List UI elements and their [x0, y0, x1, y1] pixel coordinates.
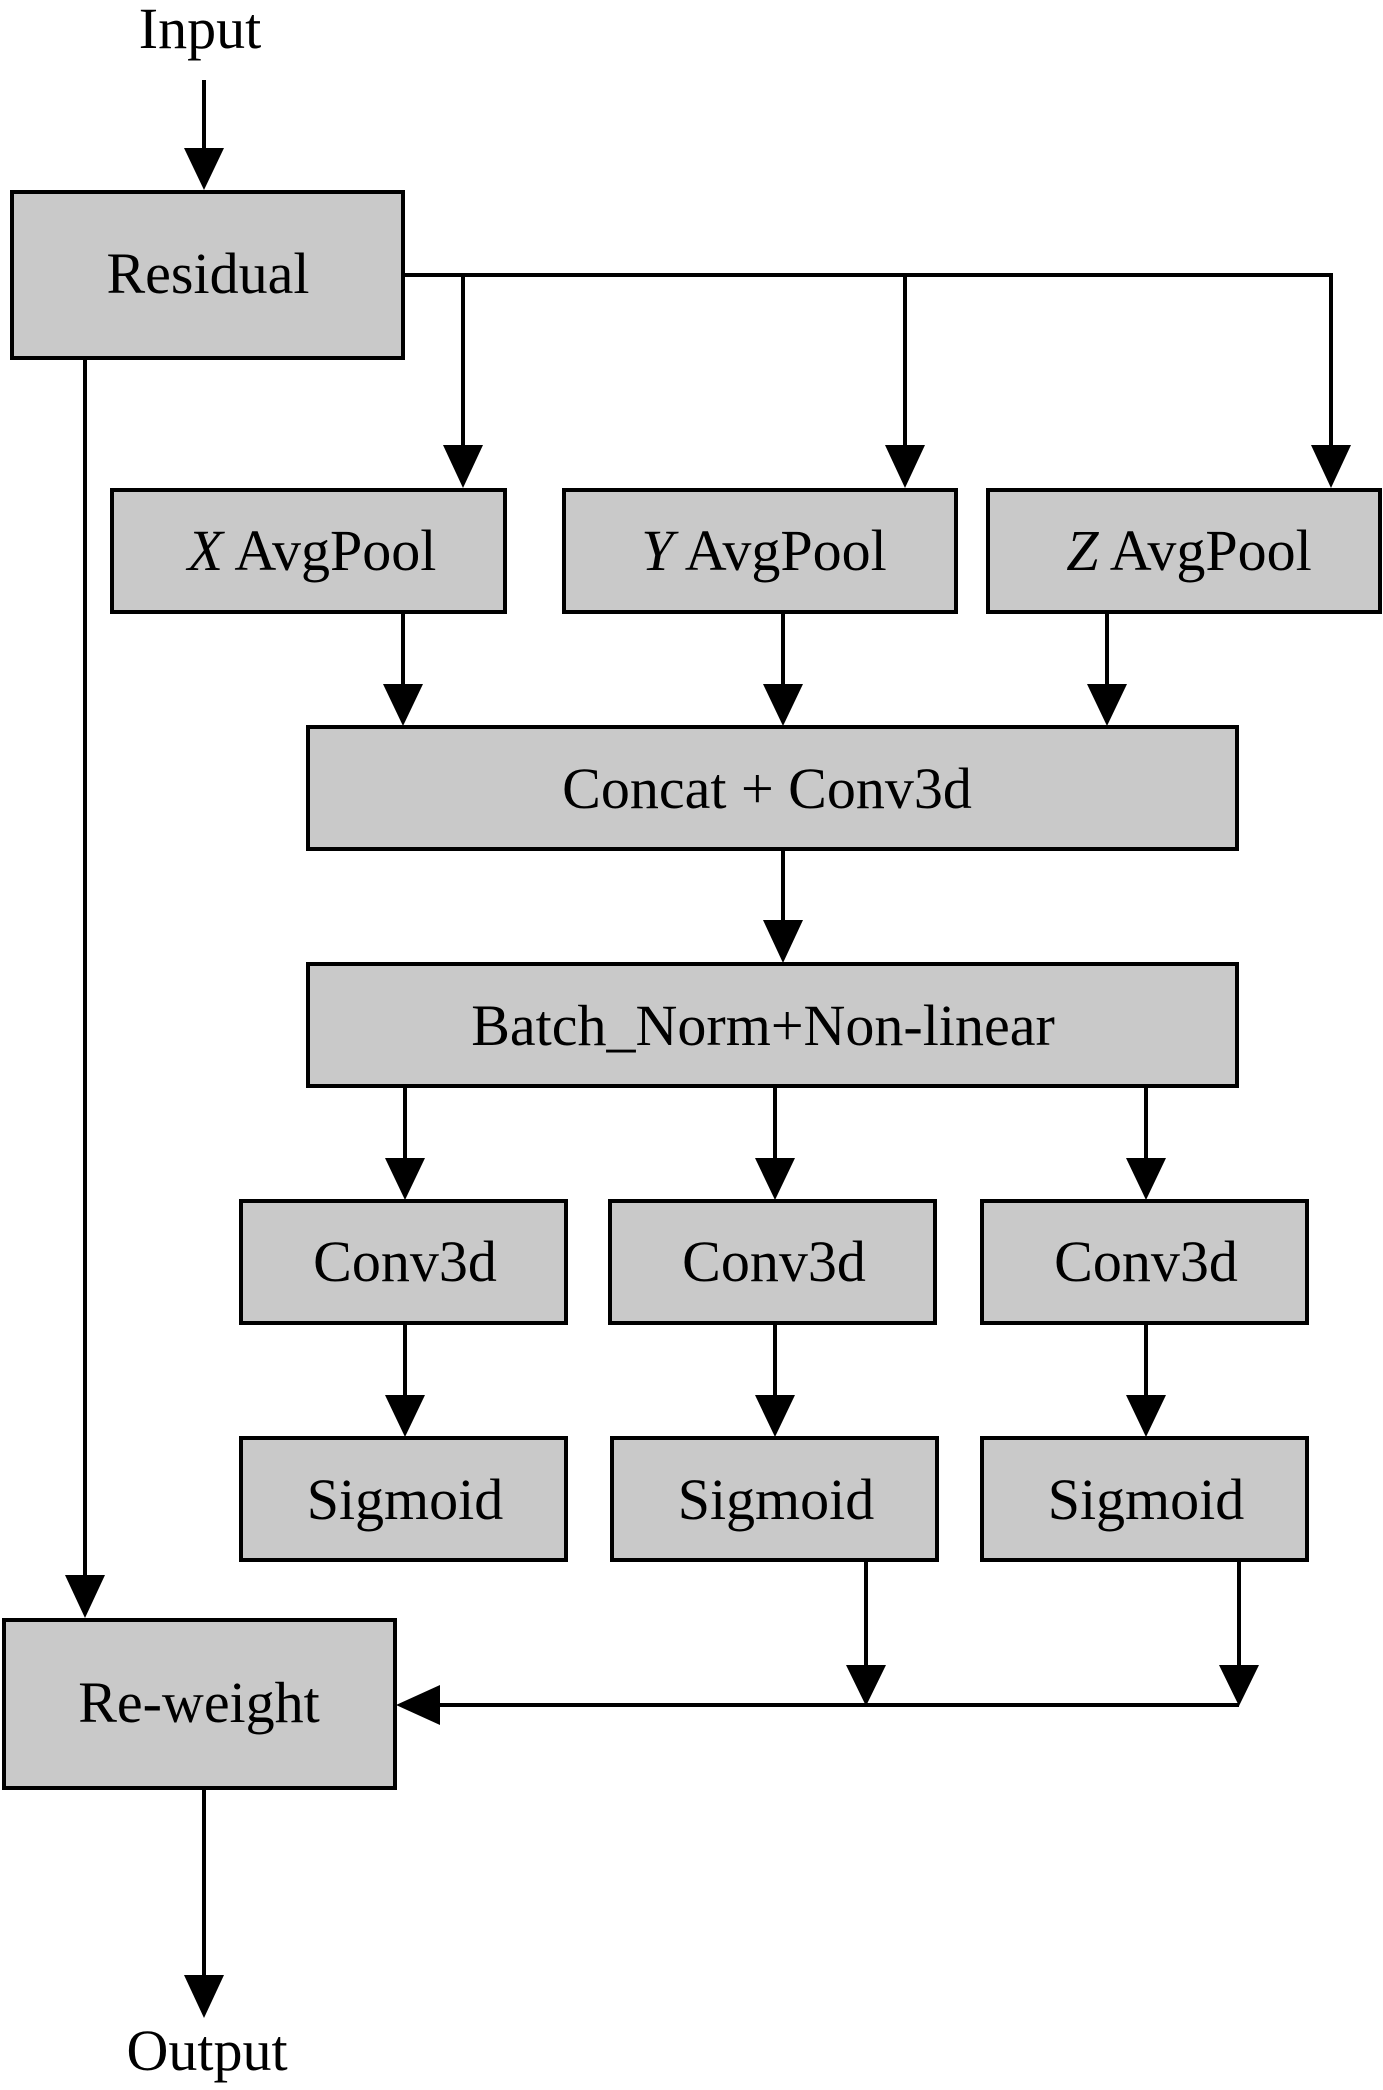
arrowhead — [763, 684, 803, 726]
z-avgpool-label: Z AvgPool — [1066, 518, 1312, 583]
residual-label: Residual — [107, 241, 310, 306]
sigmoid-node-3: Sigmoid — [980, 1436, 1309, 1562]
arrowhead — [396, 1685, 440, 1725]
arrowhead — [443, 445, 483, 488]
input-label: Input — [139, 0, 261, 61]
conv3d-label-1: Conv3d — [313, 1229, 497, 1294]
arrowhead — [755, 1395, 795, 1437]
arrowhead — [755, 1158, 795, 1200]
edges — [65, 80, 1351, 2018]
sigmoid-label-2: Sigmoid — [678, 1467, 875, 1532]
arrowhead — [885, 445, 925, 488]
arrowhead — [65, 1575, 105, 1618]
arrowhead — [1311, 445, 1351, 488]
conv3d-node-2: Conv3d — [608, 1199, 937, 1325]
y-avgpool-text: AvgPool — [674, 518, 887, 583]
x-axis-symbol: X — [186, 518, 226, 583]
arrowhead — [184, 1975, 224, 2018]
arrowhead — [385, 1395, 425, 1437]
sigmoid-label-1: Sigmoid — [307, 1467, 504, 1532]
arrowhead — [1126, 1395, 1166, 1437]
arrowhead — [1087, 684, 1127, 726]
arrowhead — [1219, 1665, 1259, 1706]
conv3d-label-3: Conv3d — [1054, 1229, 1238, 1294]
z-avgpool-node: Z AvgPool — [986, 488, 1382, 614]
batchnorm-label: Batch_Norm+Non-linear — [471, 993, 1055, 1058]
y-avgpool-label: Y AvgPool — [641, 518, 887, 583]
conv3d-label-2: Conv3d — [682, 1229, 866, 1294]
z-axis-symbol: Z — [1066, 518, 1099, 583]
reweight-node: Re-weight — [2, 1618, 397, 1790]
concat-conv3d-label: Concat + Conv3d — [562, 756, 972, 821]
y-axis-symbol: Y — [641, 518, 679, 583]
sigmoid-node-1: Sigmoid — [239, 1436, 568, 1562]
output-label: Output — [126, 2018, 287, 2083]
arrowhead — [184, 148, 224, 190]
x-avgpool-label: X AvgPool — [186, 518, 437, 583]
z-avgpool-text: AvgPool — [1099, 518, 1312, 583]
sigmoid-node-2: Sigmoid — [610, 1436, 939, 1562]
x-avgpool-text: AvgPool — [223, 518, 436, 583]
residual-node: Residual — [10, 190, 405, 360]
concat-conv3d-node: Concat + Conv3d — [306, 725, 1239, 851]
sigmoid-label-3: Sigmoid — [1048, 1467, 1245, 1532]
conv3d-node-1: Conv3d — [239, 1199, 568, 1325]
arrowhead — [385, 1158, 425, 1200]
arrowhead — [763, 920, 803, 963]
y-avgpool-node: Y AvgPool — [562, 488, 958, 614]
arrowhead — [1126, 1158, 1166, 1200]
x-avgpool-node: X AvgPool — [110, 488, 507, 614]
conv3d-node-3: Conv3d — [980, 1199, 1309, 1325]
batchnorm-node: Batch_Norm+Non-linear — [306, 962, 1239, 1088]
arrowhead — [846, 1665, 886, 1706]
arrowhead — [383, 684, 423, 726]
reweight-label: Re-weight — [78, 1670, 320, 1735]
